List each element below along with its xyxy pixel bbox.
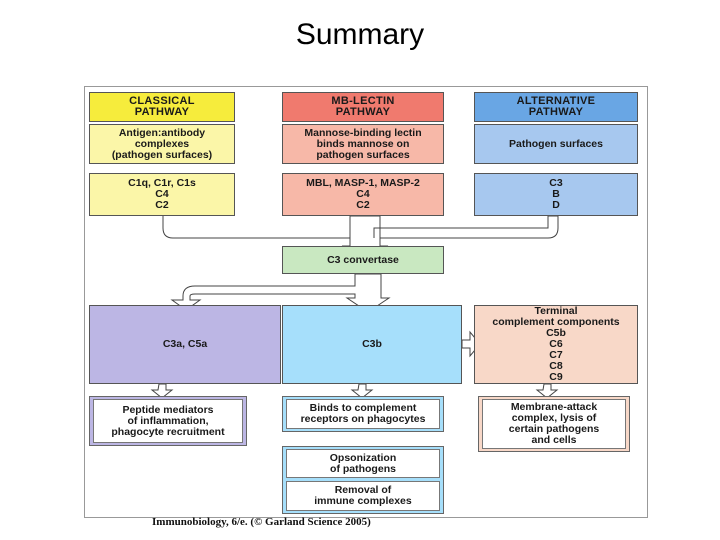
receptors-outcome: Binds to complement receptors on phagocy…	[286, 399, 440, 429]
classical-pathway-header: CLASSICAL PATHWAY	[89, 92, 235, 122]
classical-trigger: Antigen:antibody complexes (pathogen sur…	[89, 124, 235, 164]
down-arrows	[150, 383, 559, 399]
lectin-trigger: Mannose-binding lectin binds mannose on …	[282, 124, 444, 164]
alternative-trigger: Pathogen surfaces	[474, 124, 638, 164]
opsonin-box: C3b	[282, 305, 462, 384]
alternative-pathway-header: ALTERNATIVE PATHWAY	[474, 92, 638, 122]
classical-components: C1q, C1r, C1s C4 C2	[89, 173, 235, 216]
mac-outcome: Membrane-attack complex, lysis of certai…	[482, 399, 626, 449]
source-caption: Immunobiology, 6/e. (© Garland Science 2…	[152, 516, 371, 528]
removal-outcome: Removal of immune complexes	[286, 481, 440, 511]
terminal-components-box: Terminal complement components C5b C6 C7…	[474, 305, 638, 384]
lectin-components: MBL, MASP-1, MASP-2 C4 C2	[282, 173, 444, 216]
split-arrow	[170, 273, 391, 313]
anaphylatoxins-box: C3a, C5a	[89, 305, 281, 384]
alternative-components: C3 B D	[474, 173, 638, 216]
lectin-pathway-header: MB-LECTIN PATHWAY	[282, 92, 444, 122]
c3-convertase: C3 convertase	[282, 246, 444, 274]
opsonization-outcome: Opsonization of pathogens	[286, 449, 440, 478]
inflammation-outcome: Peptide mediators of inflammation, phago…	[93, 399, 243, 443]
page-title: Summary	[295, 18, 425, 51]
